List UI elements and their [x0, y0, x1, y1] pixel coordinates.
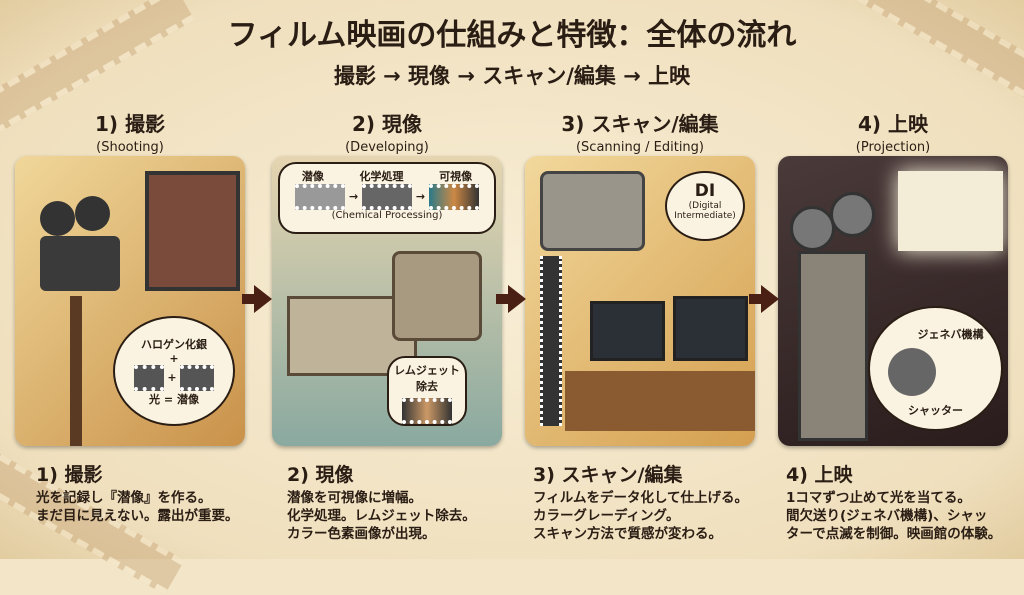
di-full-label: (Digital Intermediate)	[674, 201, 736, 221]
processing-machine	[392, 251, 482, 341]
monitor-icon	[673, 296, 748, 361]
film-frame-icon	[180, 365, 215, 391]
step-english: (Projection)	[855, 140, 931, 155]
arrow-icon: →	[415, 190, 426, 203]
page-subtitle: 撮影 → 現像 → スキャン/編集 → 上映	[333, 64, 691, 88]
cinema-screen	[898, 171, 1003, 251]
film-frame-icon	[295, 184, 346, 210]
desc-title: 3) スキャン/編集	[533, 464, 683, 486]
desk	[565, 371, 755, 431]
step-english: (Developing)	[345, 140, 429, 155]
step-title: 1) 撮影	[94, 112, 166, 136]
desc-title: 1) 撮影	[36, 464, 103, 486]
shooting-illustration: ハロゲン化銀 + + 光 = 潜像	[15, 156, 245, 446]
step-description-projection: 4) 上映 1コマずつ止めて光を当てる。 間欠送り(ジェネバ機構)、シャッ ター…	[786, 460, 1024, 543]
inset-label: +	[167, 371, 177, 384]
desc-title: 4) 上映	[786, 464, 853, 486]
monitor-icon	[590, 301, 665, 361]
desc-line: カラー色素画像が出現。	[287, 526, 436, 542]
step-description-shooting: 1) 撮影 光を記録し『潜像』を作る。 まだ目に見えない。露出が重要。	[36, 460, 281, 525]
geneva-mechanism-inset: ジェネバ機構 シャッター	[868, 306, 1003, 431]
geneva-gear-icon	[888, 348, 936, 396]
step-heading-projection: 4) 上映 (Projection)	[778, 108, 1008, 155]
film-frame-icon	[428, 184, 479, 210]
film-reel-icon	[790, 206, 835, 251]
flow-arrow	[496, 285, 526, 313]
desc-line: ターで点滅を制御。映画館の体験。	[786, 526, 1002, 542]
desc-line: まだ目に見えない。露出が重要。	[36, 508, 239, 524]
inset-label: ハロゲン化銀	[141, 338, 207, 351]
developing-illustration: 潜像化学処理可視像 → → (Chemical Processing) レムジェ…	[272, 156, 502, 446]
inset-caption: (Chemical Processing)	[331, 210, 443, 221]
desc-line: カラーグレーディング。	[533, 508, 680, 524]
desc-line: 潜像を可視像に増幅。	[287, 490, 422, 506]
film-reel-icon	[40, 201, 75, 236]
step-description-developing: 2) 現像 潜像を可視像に増幅。 化学処理。レムジェット除去。 カラー色素画像が…	[287, 460, 532, 543]
projector-icon	[798, 251, 868, 441]
step-heading-scanning: 3) スキャン/編集 (Scanning / Editing)	[525, 108, 755, 155]
step-english: (Shooting)	[96, 140, 164, 155]
flow-arrow	[749, 285, 779, 313]
camera-icon	[40, 236, 120, 291]
desc-title: 2) 現像	[287, 464, 354, 486]
film-frame-icon	[402, 398, 452, 424]
chemical-processing-inset: 潜像化学処理可視像 → → (Chemical Processing)	[278, 162, 496, 234]
step-description-scanning: 3) スキャン/編集 フィルムをデータ化して仕上げる。 カラーグレーディング。 …	[533, 460, 778, 543]
page-title: フィルム映画の仕組みと特徴：全体の流れ	[227, 18, 797, 53]
inset-label: +	[169, 352, 179, 365]
di-label: DI	[694, 181, 716, 201]
desc-line: 間欠送り(ジェネバ機構)、シャッ	[786, 508, 988, 524]
di-inset: DI (Digital Intermediate)	[665, 171, 745, 241]
inset-label: シャッター	[908, 404, 963, 417]
step-english: (Scanning / Editing)	[575, 140, 704, 155]
latent-image-inset: ハロゲン化銀 + + 光 = 潜像	[113, 316, 235, 426]
inset-label: ジェネバ機構	[917, 328, 984, 341]
desc-line: 化学処理。レムジェット除去。	[287, 508, 476, 524]
desc-line: スキャン方法で質感が変わる。	[533, 526, 722, 542]
scanning-illustration: DI (Digital Intermediate)	[525, 156, 755, 446]
projection-illustration: ジェネバ機構 シャッター	[778, 156, 1008, 446]
film-frame-icon	[362, 184, 412, 210]
film-scanner	[540, 171, 645, 251]
flow-arrow	[242, 285, 272, 313]
film-reel-icon	[830, 192, 875, 237]
step-heading-developing: 2) 現像 (Developing)	[272, 108, 502, 155]
inset-label: レムジェット除去	[394, 364, 460, 393]
inset-labels: 潜像化学処理可視像	[301, 170, 473, 183]
step-heading-shooting: 1) 撮影 (Shooting)	[15, 108, 245, 155]
step-title: 3) スキャン/編集	[561, 112, 719, 136]
step-title: 2) 現像	[351, 112, 423, 136]
film-reel-icon	[75, 196, 110, 231]
desc-line: 光を記録し『潜像』を作る。	[36, 490, 212, 506]
desc-line: フィルムをデータ化して仕上げる。	[533, 490, 749, 506]
film-frame-icon	[133, 365, 164, 391]
desc-line: 1コマずつ止めて光を当てる。	[786, 490, 971, 506]
tripod-icon	[70, 296, 82, 446]
arrow-icon: →	[348, 190, 359, 203]
step-title: 4) 上映	[857, 112, 929, 136]
inset-label: 光 = 潜像	[149, 393, 199, 406]
film-screen	[145, 171, 240, 291]
remjet-removal-inset: レムジェット除去	[387, 356, 467, 426]
film-strip	[540, 256, 562, 426]
